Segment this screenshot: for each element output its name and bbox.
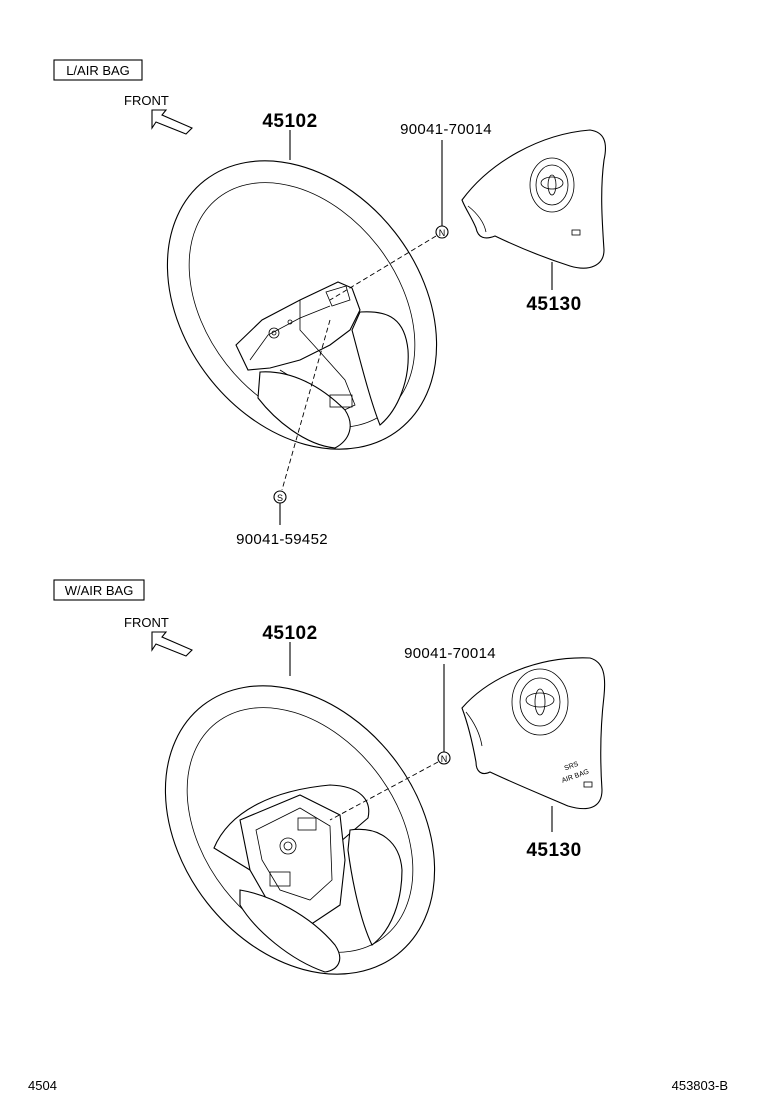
- nut-marker-letter: N: [441, 754, 448, 764]
- nut-marker: [437, 751, 451, 765]
- part-number-pad: 45130: [526, 294, 581, 315]
- front-label: FRONT: [124, 93, 169, 108]
- variant-label: L/AIR BAG: [66, 63, 130, 78]
- steering-wheel-drawing: [164, 685, 436, 975]
- part-number-wheel: 45102: [262, 111, 317, 132]
- front-label: FRONT: [124, 615, 169, 630]
- pad-text-srs: SRS: [564, 761, 580, 773]
- part-number-nut: 90041-70014: [400, 121, 492, 138]
- front-arrow-icon: [151, 109, 193, 135]
- screw-marker-letter: S: [277, 493, 283, 503]
- section-with-airbag: W/AIR BAG FRONT 45102 90041-70014 N: [53, 579, 606, 975]
- front-arrow-icon: [151, 631, 193, 657]
- horn-pad-drawing: [461, 129, 607, 269]
- footer-figure-code: 453803-B: [672, 1078, 728, 1093]
- variant-label-box: [53, 59, 143, 81]
- variant-label-box: [53, 579, 145, 601]
- variant-label: W/AIR BAG: [65, 583, 134, 598]
- part-number-pad: 45130: [526, 840, 581, 861]
- part-number-screw: 90041-59452: [236, 531, 328, 548]
- footer-page-code: 4504: [28, 1078, 57, 1093]
- nut-marker-letter: N: [439, 228, 446, 238]
- steering-wheel-drawing: [166, 160, 438, 450]
- nut-marker: [435, 225, 449, 239]
- airbag-pad-drawing: SRS AIR BAG: [461, 657, 606, 810]
- section-without-airbag: L/AIR BAG FRONT 45102 90041-70014: [53, 59, 607, 548]
- part-number-nut: 90041-70014: [404, 645, 496, 662]
- part-number-wheel: 45102: [262, 623, 317, 644]
